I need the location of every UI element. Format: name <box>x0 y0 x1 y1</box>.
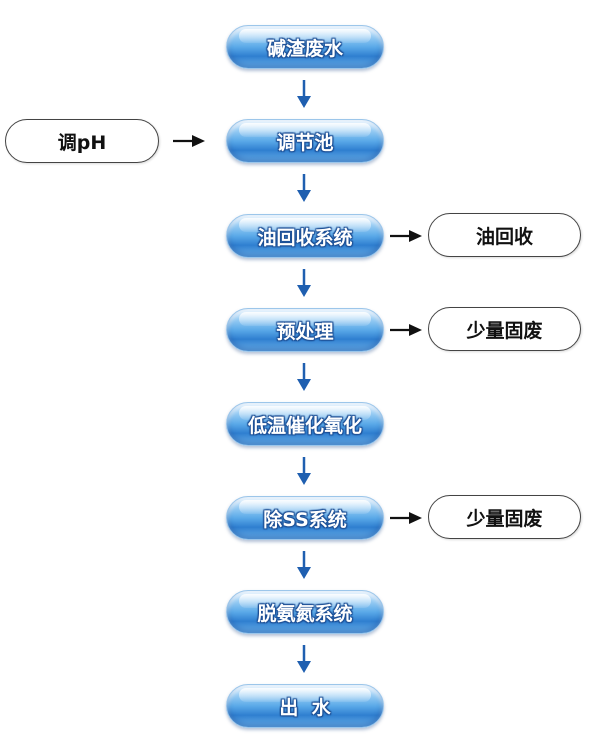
step-effluent: 出 水 <box>226 684 384 728</box>
step-low-temp-catalytic-oxidation: 低温催化氧化 <box>226 402 384 446</box>
step-ss-removal-system: 除SS系统 <box>226 496 384 540</box>
right-arrow-icon <box>390 230 422 242</box>
down-arrow-icon <box>297 363 311 391</box>
output-oil-recovery: 油回收 <box>428 213 581 257</box>
output-label: 油回收 <box>475 225 533 248</box>
right-arrow-icon <box>173 135 205 147</box>
step-alkali-residue-wastewater: 碱渣废水 <box>226 25 384 69</box>
output-label: 少量固废 <box>466 319 543 342</box>
down-arrow-icon <box>297 645 311 673</box>
down-arrow-icon <box>297 174 311 202</box>
step-ammonia-removal-system: 脱氨氮系统 <box>226 590 384 634</box>
right-arrow-icon <box>390 512 422 524</box>
step-pretreatment: 预处理 <box>226 308 384 352</box>
step-label: 预处理 <box>276 320 334 343</box>
input-adjust-ph: 调pH <box>5 119 159 163</box>
step-label: 除SS系统 <box>263 508 347 531</box>
output-label: 少量固废 <box>466 507 543 530</box>
input-label: 调pH <box>57 131 107 154</box>
step-label: 低温催化氧化 <box>247 414 362 437</box>
output-small-solid-waste: 少量固废 <box>428 495 581 539</box>
output-small-solid-waste: 少量固废 <box>428 307 581 351</box>
down-arrow-icon <box>297 269 311 297</box>
step-label: 调节池 <box>276 131 334 154</box>
step-label: 油回收系统 <box>257 226 353 249</box>
right-arrow-icon <box>390 324 422 336</box>
step-oil-recovery-system: 油回收系统 <box>226 214 384 258</box>
step-regulating-tank: 调节池 <box>226 119 384 163</box>
step-label: 出 水 <box>279 696 331 719</box>
down-arrow-icon <box>297 80 311 108</box>
down-arrow-icon <box>297 551 311 579</box>
step-label: 碱渣废水 <box>266 37 343 60</box>
step-label: 脱氨氮系统 <box>257 602 353 625</box>
down-arrow-icon <box>297 457 311 485</box>
